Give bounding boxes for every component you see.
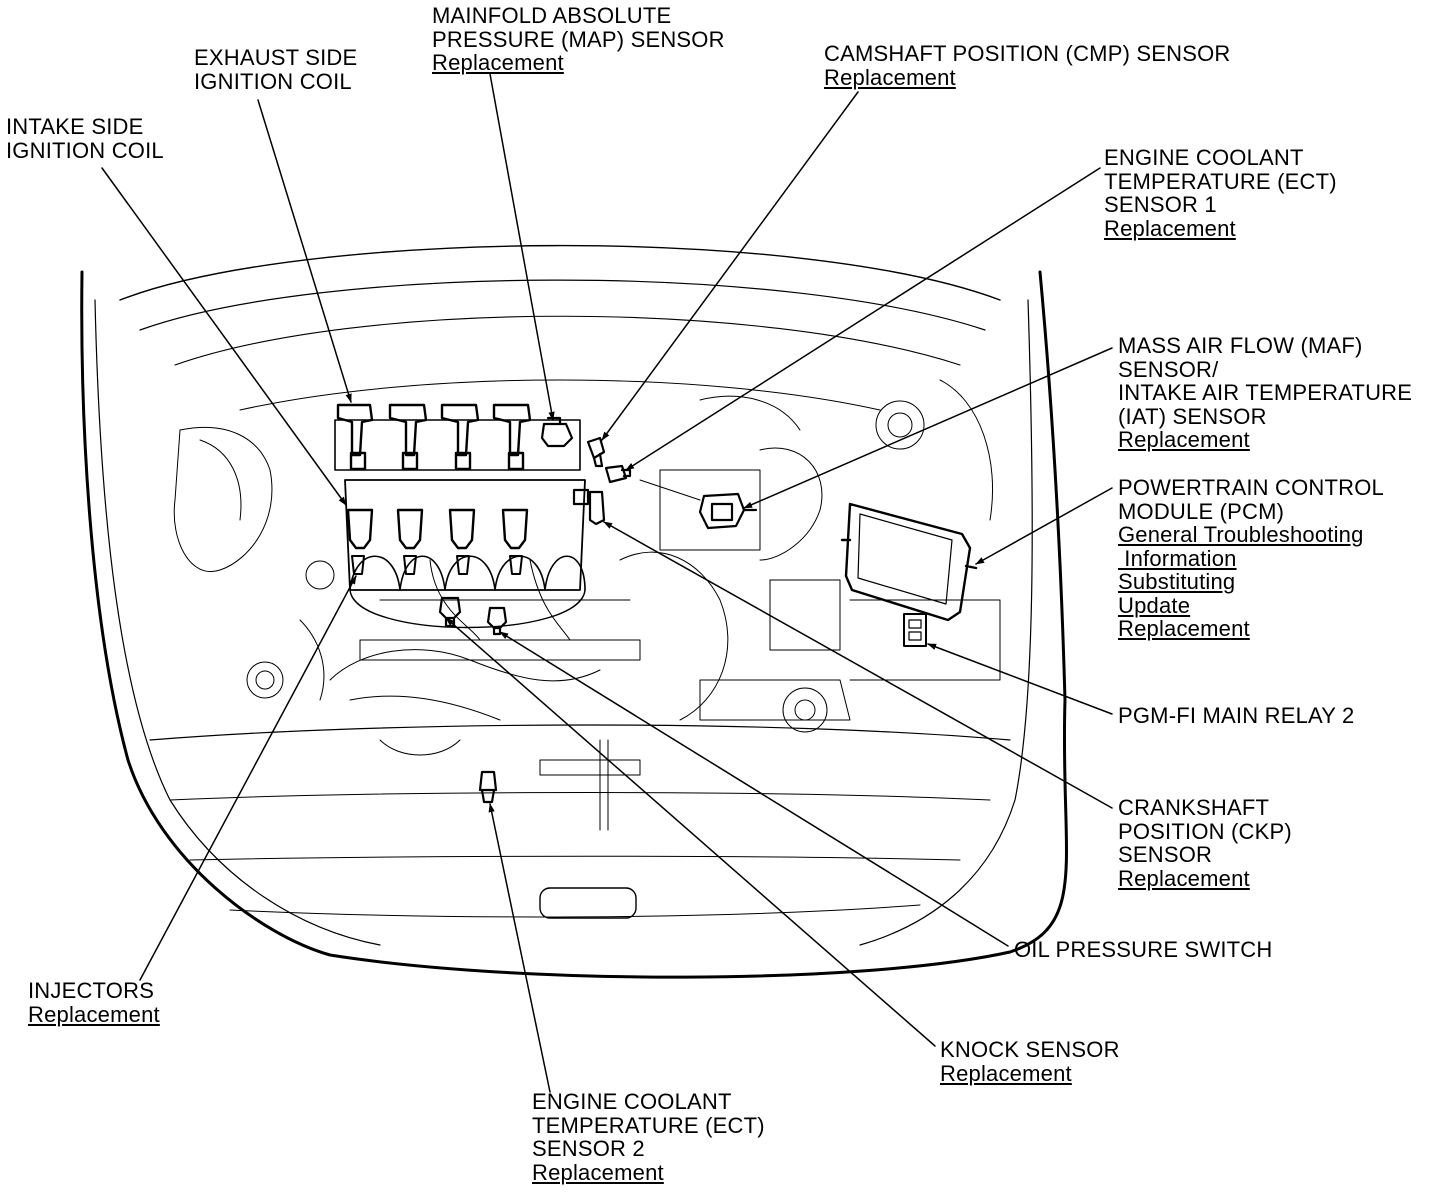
leader-knock: [445, 617, 936, 1047]
label-line: MODULE (PCM): [1118, 498, 1285, 524]
label-line: SENSOR 2: [532, 1136, 645, 1161]
label-line: OIL PRESSURE SWITCH: [1014, 937, 1273, 962]
link-replacement[interactable]: Replacement: [824, 64, 956, 90]
label-oil-pressure-switch: OIL PRESSURE SWITCH: [1014, 938, 1272, 962]
body-outline: [80, 244, 1069, 979]
link-general-troubleshooting[interactable]: General Troubleshooting: [1118, 522, 1364, 547]
injectors-parts: [351, 555, 523, 575]
leader-ect1: [625, 167, 1101, 471]
link-replacement[interactable]: Replacement: [532, 1159, 664, 1185]
label-line: KNOCK SENSOR: [940, 1037, 1120, 1062]
label-line: SENSOR/: [1118, 356, 1219, 382]
leader-pcm: [975, 487, 1113, 565]
label-line: CRANKSHAFT: [1118, 795, 1270, 820]
knock-sensor-part: [486, 606, 508, 636]
intake-side-ignition-coils: [346, 508, 529, 550]
label-pgm-fi-main-relay-2: PGM-FI MAIN RELAY 2: [1118, 704, 1354, 728]
label-line: TEMPERATURE (ECT): [532, 1112, 765, 1138]
link-replacement[interactable]: Replacement: [1118, 865, 1250, 891]
leader-map: [489, 73, 555, 421]
label-line: EXHAUST SIDE: [194, 45, 358, 70]
link-update[interactable]: Update: [1118, 592, 1191, 618]
leader-ckp: [603, 521, 1113, 809]
ect1-sensor-part: [604, 464, 632, 484]
link-replacement[interactable]: Replacement: [432, 50, 564, 75]
cmp-sensor-part: [586, 436, 606, 468]
engine-bay-detail: [173, 379, 1001, 831]
label-line: MASS AIR FLOW (MAF): [1118, 333, 1363, 358]
exhaust-side-ignition-coils: [336, 403, 532, 471]
label-line: TEMPERATURE (ECT): [1104, 168, 1337, 194]
link-information[interactable]: Information: [1118, 545, 1237, 571]
link-substituting[interactable]: Substituting: [1118, 569, 1236, 594]
label-line: (IAT) SENSOR: [1118, 403, 1267, 429]
label-line: MAINFOLD ABSOLUTE: [432, 3, 672, 28]
pcm-part: [840, 502, 978, 622]
maf-iat-sensor-part: [698, 492, 758, 530]
label-line: INTAKE AIR TEMPERATURE: [1118, 380, 1413, 405]
label-line: POSITION (CKP): [1118, 818, 1292, 844]
label-line: IGNITION COIL: [6, 137, 164, 163]
leader-exhaust-coil: [257, 99, 352, 403]
ect2-sensor-part: [478, 770, 498, 804]
label-line: SENSOR 1: [1104, 192, 1217, 217]
leader-intake-coil: [101, 167, 347, 506]
map-sensor-part: [540, 416, 574, 448]
leader-cmp: [601, 91, 859, 441]
pgm-fi-relay-part: [903, 613, 927, 647]
ckp-sensor-part: [572, 488, 606, 526]
label-line: ENGINE COOLANT: [532, 1089, 732, 1114]
link-replacement[interactable]: Replacement: [1104, 215, 1236, 241]
label-line: PGM-FI MAIN RELAY 2: [1118, 703, 1355, 728]
label-line: INTAKE SIDE: [6, 114, 144, 139]
label-line: CAMSHAFT POSITION (CMP) SENSOR: [824, 41, 1231, 66]
label-line: PRESSURE (MAP) SENSOR: [432, 26, 725, 52]
link-replacement[interactable]: Replacement: [1118, 427, 1250, 452]
label-maf-iat-sensor: MASS AIR FLOW (MAF)SENSOR/INTAKE AIR TEM…: [1118, 334, 1412, 452]
label-line: INJECTORS: [28, 978, 155, 1003]
leader-maf: [743, 347, 1113, 509]
leader-relay: [927, 643, 1113, 715]
link-replacement[interactable]: Replacement: [940, 1060, 1072, 1086]
label-line: POWERTRAIN CONTROL: [1118, 475, 1384, 500]
leader-lines: [101, 73, 1113, 1093]
leader-ect2: [488, 803, 551, 1093]
engine-assembly: [334, 419, 586, 641]
leader-injectors: [139, 575, 357, 981]
link-replacement[interactable]: Replacement: [28, 1001, 160, 1027]
leader-oil: [499, 631, 1009, 947]
link-replacement[interactable]: Replacement: [1118, 616, 1250, 641]
label-line: ENGINE COOLANT: [1104, 145, 1304, 170]
label-line: IGNITION COIL: [194, 68, 352, 94]
label-line: SENSOR: [1118, 842, 1213, 867]
